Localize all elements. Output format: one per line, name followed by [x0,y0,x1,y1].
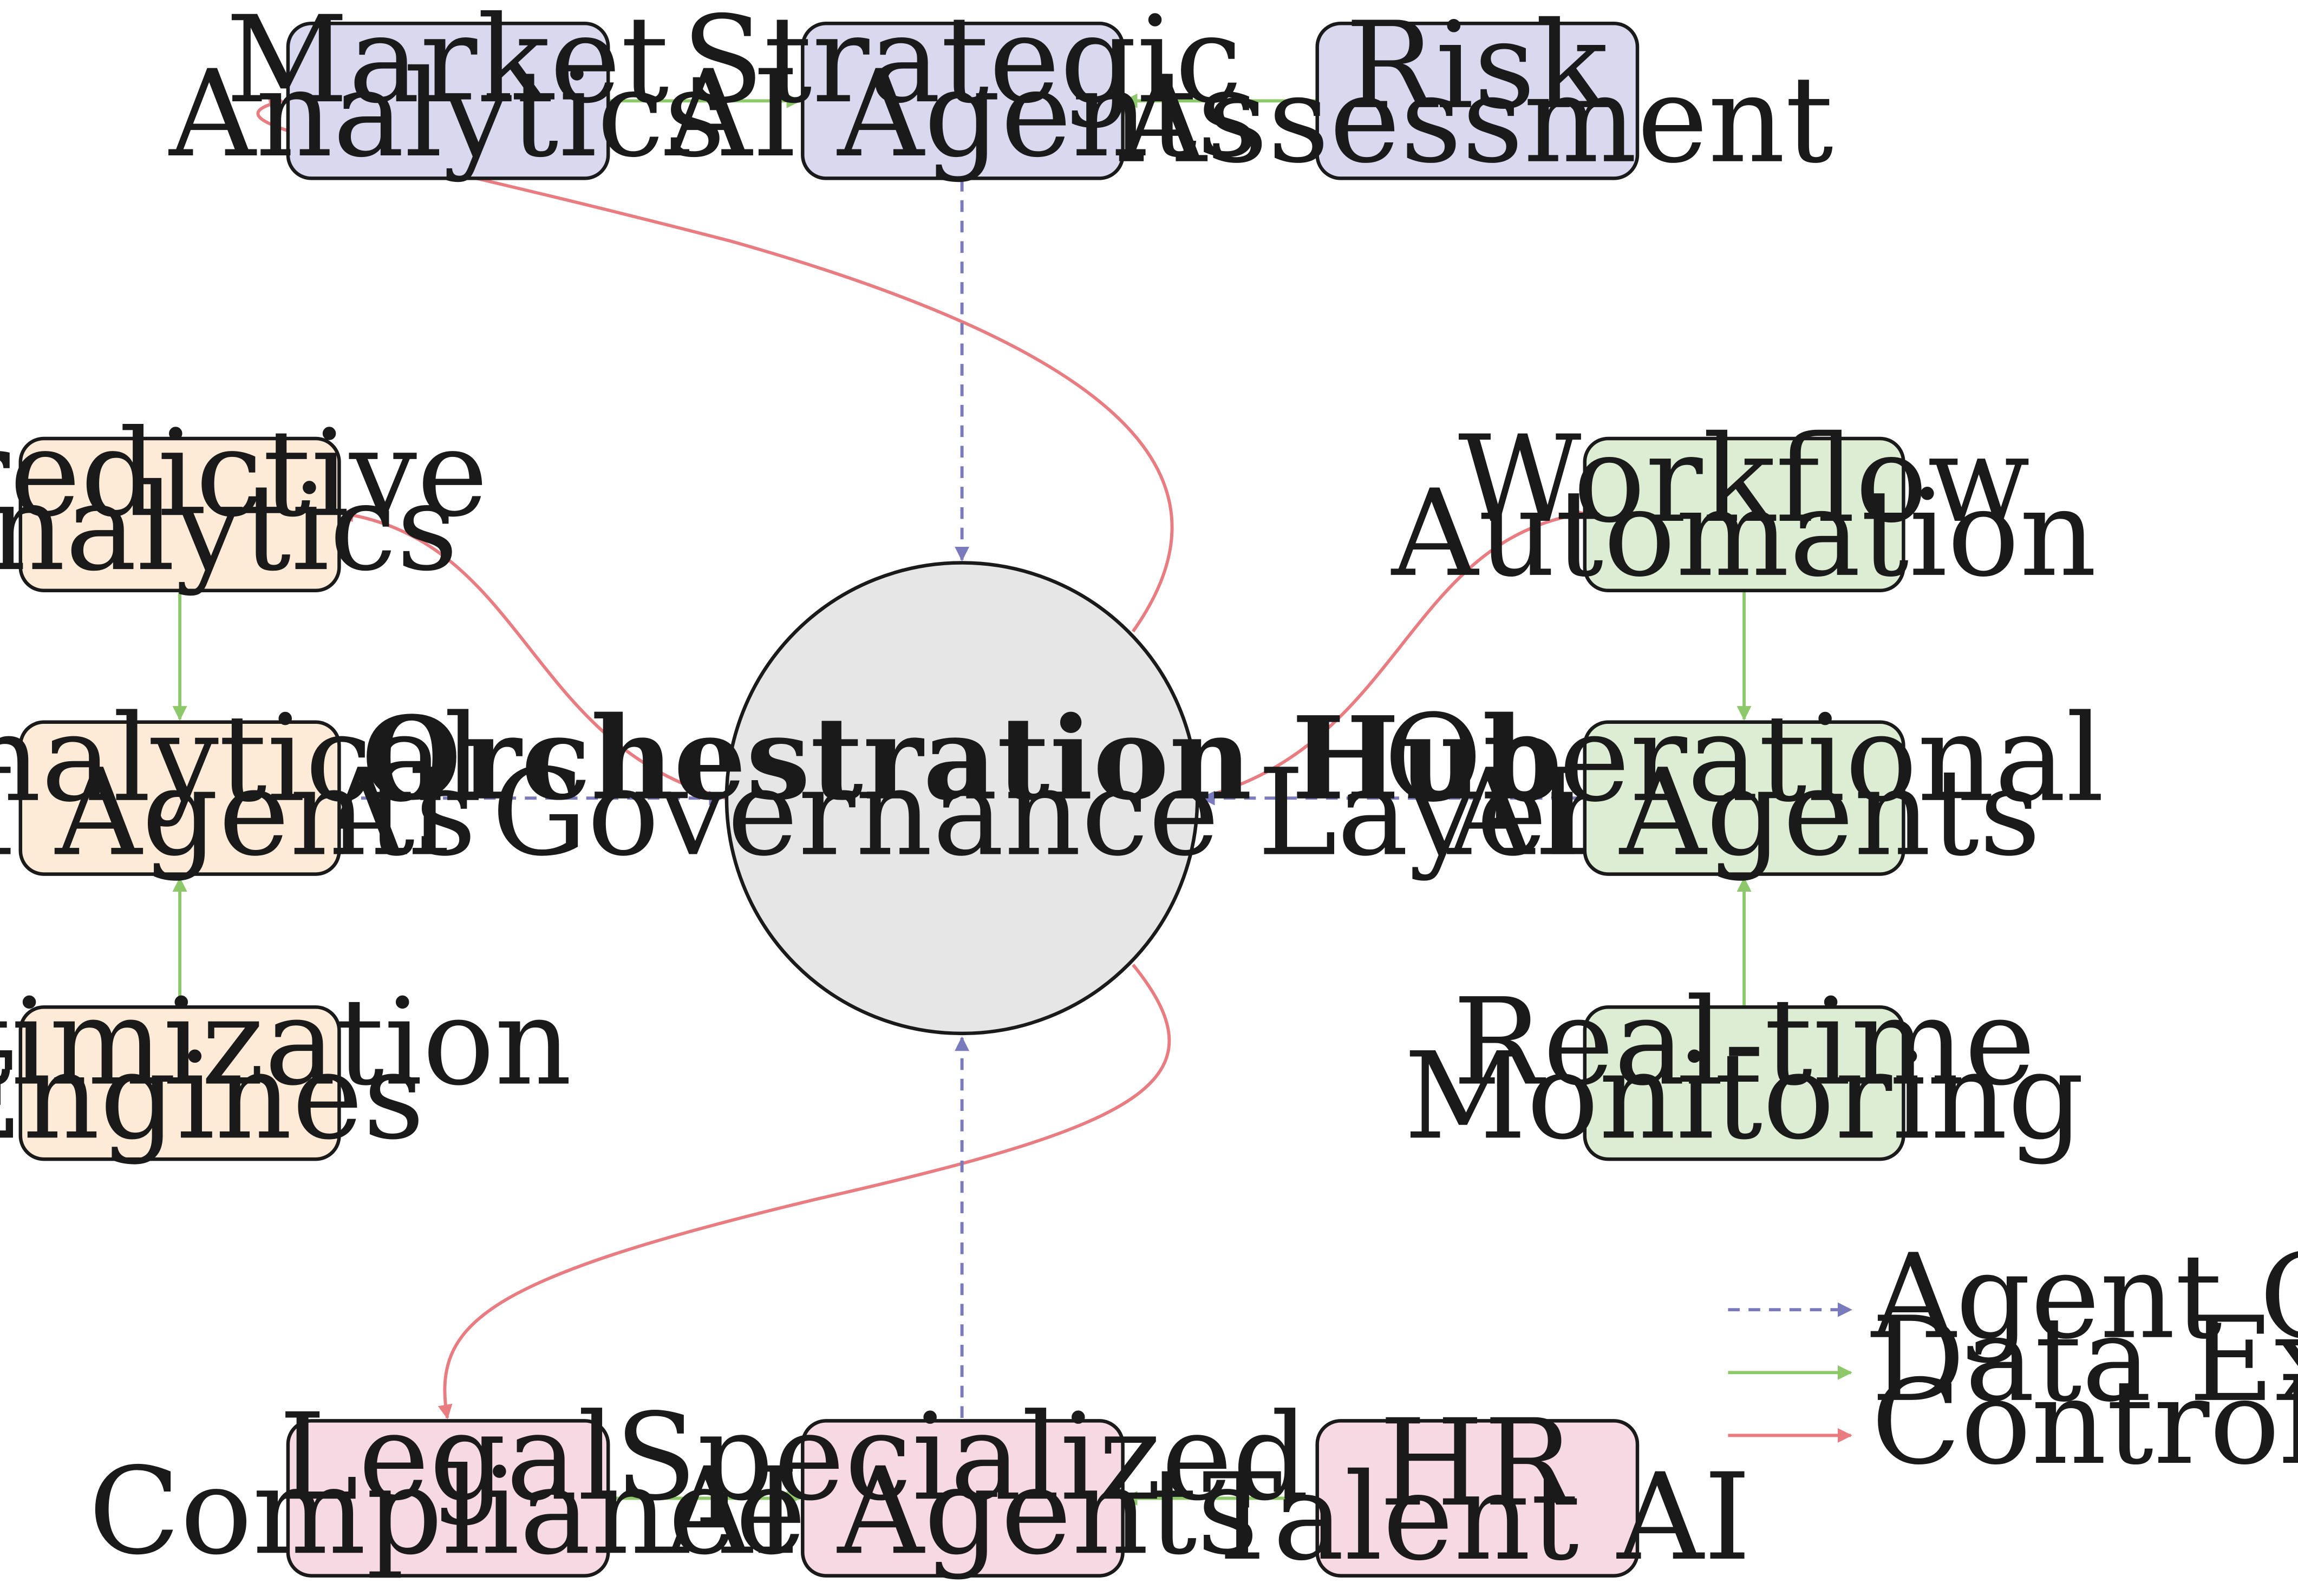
legend-label-control: Control Signals [1871,1355,2298,1490]
node-box [801,21,1125,180]
legend-label-coordination: Agent Coordination [1870,1229,2298,1365]
node-label-line-2: AI Agents [0,743,476,883]
node-strategic-agents[interactable]: Strategic AI Agents [664,0,1259,184]
legend-item-data-exchange: Data Exchange [1728,1292,2298,1428]
node-analytical-agents[interactable]: Analytical AI Agents [0,689,482,883]
node-specialized-agents[interactable]: Specialized AI Agents [615,1388,1309,1581]
node-label-line-2: Talent AI [1202,1448,1751,1587]
node-box [1583,436,1905,593]
node-workflow-automation[interactable]: Workflow Automation [1390,410,2097,604]
data-exchange-edges [172,93,1752,1506]
legend-label-data-exchange: Data Exchange [1871,1292,2298,1428]
node-label-line-1: Workflow [1458,410,2030,550]
hub-circle [724,561,1199,1036]
hub-subtitle: AI Governance Layer [318,743,1604,883]
node-box [801,1419,1125,1578]
hub-title: Orchestration Hub [362,691,1562,826]
edge-hub-to-workflow-automation [1184,508,1587,809]
node-predictive-analytics[interactable]: Predictive Analytics [0,404,488,598]
edge-hub-to-legal-compliance [438,964,1171,1420]
node-label-line-2: AI Agents [1446,743,2041,883]
node-box [1583,720,1905,876]
node-label-line-1: Optimization [0,973,572,1113]
node-label-line-1: Predictive [0,404,488,544]
node-optimization-engines[interactable]: Optimization Engines [0,973,572,1167]
node-hr-talent[interactable]: HR Talent AI [1202,1394,1751,1587]
node-box [1583,1005,1905,1161]
node-label-line-2: AI Agents [664,1442,1259,1581]
node-box [1315,1419,1640,1578]
node-label-line-2: Analytics [0,458,458,598]
node-label-line-1: Operational [1384,689,2105,829]
node-label-line-2: Assessment [1119,50,1833,190]
node-label-line-2: Compliance [88,1442,806,1581]
node-label-line-2: Monitoring [1404,1026,2085,1166]
node-operational-agents[interactable]: Operational AI Agents [1384,689,2105,883]
node-box [286,1419,610,1578]
node-label-line-1: Real-time [1453,973,2035,1113]
node-label-line-1: Market [226,0,669,130]
node-box [18,720,341,876]
node-label-line-1: Specialized [615,1388,1309,1527]
node-market-analytics[interactable]: Market Analytics [168,0,726,184]
node-label-line-1: Strategic [682,0,1242,130]
node-box [18,1005,341,1161]
legend: Agent Coordination Data Exchange Control… [1728,1229,2298,1490]
node-label-line-2: Analytics [168,44,726,184]
node-label-line-2: AI Agents [664,44,1259,184]
node-label-line-1: HR [1379,1394,1577,1533]
control-signal-edges [256,97,1587,1420]
edge-hub-to-market-analytics [256,97,1174,633]
node-box [286,21,610,180]
node-label-line-1: Legal [279,1388,616,1527]
edge-hub-to-predictive-analytics [339,507,740,809]
node-label-line-2: Automation [1390,464,2097,604]
node-label-line-1: Risk [1345,0,1609,136]
coordination-edges [341,180,1584,1418]
node-label-line-1: Analytical [0,689,482,829]
node-realtime-monitoring[interactable]: Real-time Monitoring [1404,973,2085,1167]
orchestration-hub[interactable]: Orchestration Hub AI Governance Layer [318,561,1604,1036]
node-label-line-2: Engines [0,1026,425,1166]
legend-item-coordination: Agent Coordination [1728,1229,2298,1365]
node-box [18,436,341,593]
node-legal-compliance[interactable]: Legal Compliance [88,1388,806,1581]
node-risk-assessment[interactable]: Risk Assessment [1119,0,1833,190]
legend-item-control: Control Signals [1728,1355,2298,1490]
node-box [1315,21,1640,180]
